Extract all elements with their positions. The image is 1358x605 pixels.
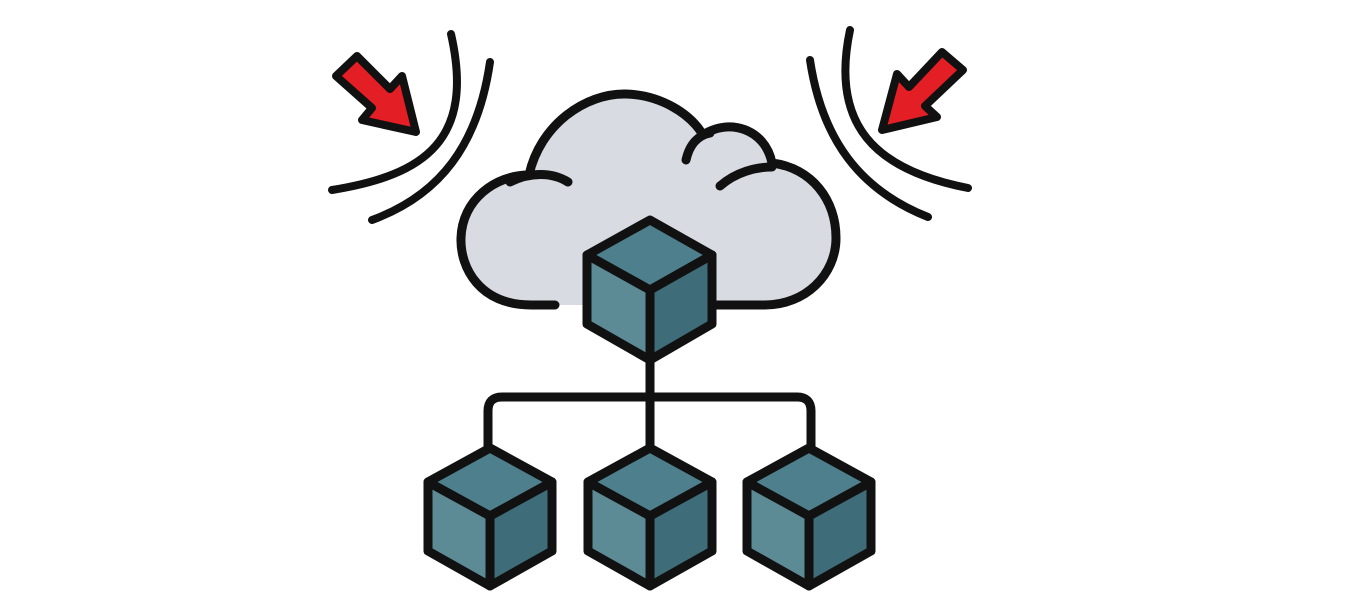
cloud-inner-curve-left xyxy=(505,170,573,187)
arrow-left-shape xyxy=(332,52,420,136)
cloud-inner-curve-right xyxy=(715,162,777,191)
motion-lines-icon-right xyxy=(806,26,972,221)
cube-icon-bottom-middle xyxy=(583,443,717,591)
cube-icon-bottom-left xyxy=(423,443,557,591)
cloud-shape xyxy=(456,89,841,310)
cloud-icon xyxy=(456,89,841,310)
arrow-icon-right xyxy=(878,48,967,134)
cloud-inner-curve-middle xyxy=(681,128,715,165)
network-connectors xyxy=(483,355,816,455)
cube-icon-top xyxy=(582,215,717,365)
arrow-right-shape xyxy=(878,48,967,134)
motion-lines-icon-left xyxy=(328,30,494,224)
cube-icon-bottom-right xyxy=(742,443,876,591)
arrow-icon-left xyxy=(332,52,420,136)
